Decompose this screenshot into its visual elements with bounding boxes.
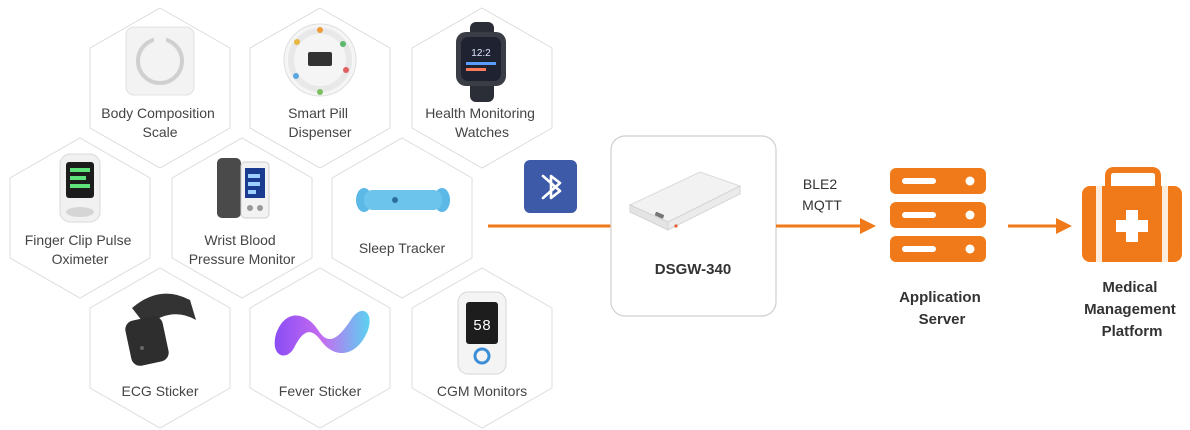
device-label-line: ECG Sticker xyxy=(121,383,198,399)
gateway-box: DSGW-340 xyxy=(610,135,777,317)
device-label: Wrist Blood Pressure Monitor xyxy=(189,232,296,267)
device-label-line: Dispenser xyxy=(288,124,351,140)
device-label: Fever Sticker xyxy=(279,383,362,399)
protocol-ble: BLE2 xyxy=(803,176,837,192)
device-hex-cgm: 58 CGM Monitors xyxy=(411,267,553,429)
device-label: Health Monitoring Watches xyxy=(425,105,539,140)
svg-text:12:2: 12:2 xyxy=(471,48,491,59)
device-label-line: Smart Pill xyxy=(288,105,348,121)
device-label-line: Wrist Blood xyxy=(204,232,275,248)
bluetooth-icon xyxy=(524,160,577,213)
device-hex-body-scale: Body Composition Scale xyxy=(89,7,231,169)
device-label-line: CGM Monitors xyxy=(437,383,527,399)
device-label-line: Scale xyxy=(142,124,177,140)
device-label-line: Watches xyxy=(455,124,509,140)
cgm-display-value: 58 xyxy=(473,318,491,335)
gateway-device-icon xyxy=(628,171,742,231)
device-label: ECG Sticker xyxy=(121,383,198,399)
gateway-to-server-arrow xyxy=(776,218,876,234)
device-hex-blood-pressure: Wrist Blood Pressure Monitor xyxy=(171,137,313,299)
server-label-line: Server xyxy=(919,311,966,328)
platform-label-line: Medical xyxy=(1102,279,1157,296)
device-hex-watches: 12:2 Health Monitoring Watches xyxy=(411,7,553,169)
platform-label-line: Management xyxy=(1084,301,1176,318)
medical-kit-icon xyxy=(1082,167,1182,262)
device-label: Finger Clip Pulse Oximeter xyxy=(25,232,136,267)
device-hexagons: Body Composition Scale Smart Pill Dispen… xyxy=(9,7,553,429)
device-label-line: Health Monitoring xyxy=(425,105,535,121)
platform-label: Medical Management Platform xyxy=(1084,279,1180,340)
platform-label-line: Platform xyxy=(1102,323,1163,340)
device-label: Body Composition Scale xyxy=(101,105,219,140)
device-label-line: Pressure Monitor xyxy=(189,251,296,267)
device-label-line: Oximeter xyxy=(52,251,109,267)
ecg-sticker-icon xyxy=(125,293,196,366)
device-hex-oximeter: Finger Clip Pulse Oximeter xyxy=(9,137,151,299)
body-scale-icon xyxy=(125,26,195,96)
smartwatch-icon: 12:2 xyxy=(456,22,506,102)
device-label-line: Body Composition xyxy=(101,105,215,121)
device-label: CGM Monitors xyxy=(437,383,527,399)
server-to-platform-arrow xyxy=(1008,218,1072,234)
pill-dispenser-icon xyxy=(283,23,357,97)
blood-pressure-icon xyxy=(217,158,270,219)
server-icon xyxy=(890,168,986,262)
protocol-mqtt: MQTT xyxy=(802,197,842,213)
device-hex-ecg-sticker: ECG Sticker xyxy=(89,267,231,429)
gateway-label: DSGW-340 xyxy=(655,261,731,278)
device-label: Smart Pill Dispenser xyxy=(288,105,352,140)
device-label-line: Fever Sticker xyxy=(279,383,362,399)
protocol-labels: BLE2 MQTT xyxy=(802,176,842,213)
device-hex-pill-dispenser: Smart Pill Dispenser xyxy=(249,7,391,169)
device-hex-sleep-tracker: Sleep Tracker xyxy=(331,137,473,299)
server-label-line: Application xyxy=(899,289,981,306)
sleep-tracker-icon xyxy=(356,188,450,212)
cgm-monitor-icon: 58 xyxy=(457,291,507,375)
device-label-line: Sleep Tracker xyxy=(359,240,446,256)
device-hex-fever-sticker: Fever Sticker xyxy=(249,267,391,429)
device-label: Sleep Tracker xyxy=(359,240,446,256)
fever-sticker-icon xyxy=(274,310,370,356)
oximeter-icon xyxy=(59,153,101,223)
device-label-line: Finger Clip Pulse xyxy=(25,232,132,248)
server-label: Application Server xyxy=(899,289,985,328)
